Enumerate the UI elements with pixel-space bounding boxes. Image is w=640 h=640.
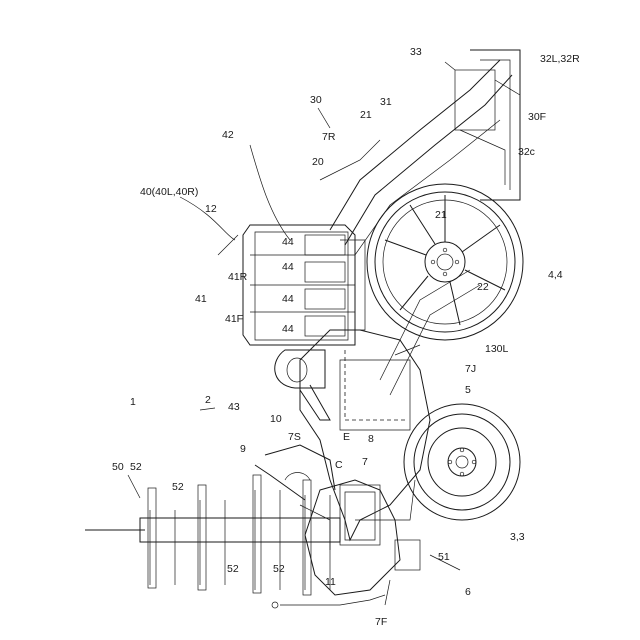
label-5: 5 [465,384,471,396]
label-32LR: 32L,32R [540,53,580,65]
label-20: 20 [312,156,324,168]
label-50: 50 [112,461,124,473]
label-130L: 130L [485,343,509,355]
label-52a: 52 [130,461,142,473]
label-7R: 7R [322,131,336,143]
label-11: 11 [325,576,336,588]
label-43: 43 [228,401,240,413]
label-31: 31 [380,96,392,108]
label-52c: 52 [227,563,239,575]
label-42: 42 [222,129,234,141]
label-41: 41 [195,293,207,305]
label-C: C [335,459,343,471]
label-12: 12 [205,203,217,215]
label-44b: 44 [282,261,294,273]
label-40: 40(40L,40R) [140,186,198,198]
label-44a: 44 [282,236,294,248]
label-30F: 30F [528,111,546,123]
label-3-3: 3,3 [510,531,525,543]
label-41F: 41F [225,313,243,325]
label-4-4: 4,4 [548,269,563,281]
label-21a: 21 [360,109,372,121]
label-E: E [343,431,350,443]
leader-lines [128,62,520,605]
label-7: 7 [362,456,368,468]
label-7J: 7J [465,363,476,375]
label-1: 1 [130,396,136,408]
engine-hood [300,480,420,595]
label-22: 22 [477,281,489,293]
label-44c: 44 [282,293,294,305]
label-10: 10 [270,413,282,425]
label-8: 8 [368,433,374,445]
seat [275,350,330,420]
label-6: 6 [465,586,471,598]
rear-wheel [367,184,523,340]
label-52d: 52 [273,563,285,575]
label-33: 33 [410,46,422,58]
label-51: 51 [438,551,450,563]
label-7S: 7S [288,431,301,443]
label-21b: 21 [435,209,447,221]
label-2: 2 [205,394,211,406]
label-44d: 44 [282,323,294,335]
label-32c: 32c [518,146,535,158]
label-9: 9 [240,443,246,455]
label-30: 30 [310,94,322,106]
label-52b: 52 [172,481,184,493]
upper-frame [320,50,520,255]
label-41R: 41R [228,271,248,283]
label-7F: 7F [375,616,387,628]
